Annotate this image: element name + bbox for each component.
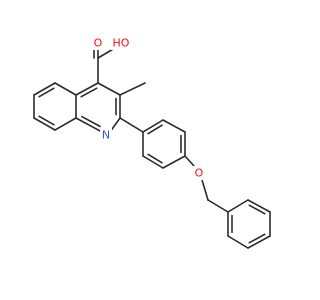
ph-c2-c3-bond [162, 119, 186, 133]
c2-phenyl-bond [119, 117, 144, 133]
aryl-o-bond [184, 155, 195, 167]
atom-ring-nitrogen: N [100, 128, 112, 142]
n-c8a-bond [75, 117, 103, 133]
ether-oxygen-label: O [195, 167, 204, 180]
ph-c1-c2-bond-inner [147, 124, 163, 135]
c4a-c4-bond [75, 82, 99, 96]
bz-c5-c6-bond-inner [248, 204, 266, 215]
bz-c5-c6-bond [247, 199, 271, 213]
ph-c4-c5-bond [162, 155, 186, 169]
atom-ether-oxygen: O [193, 166, 205, 180]
bz-c2-c3-bond [227, 235, 249, 249]
methyl-bond [119, 82, 146, 96]
c8-c8a-bond [54, 117, 77, 131]
c7-c8-bond-inner [38, 115, 55, 126]
carbonyl-oxygen-label: O [94, 37, 103, 50]
c4-c3-bond [97, 82, 121, 96]
molecule-structure-svg: HO O N O [33, 36, 271, 249]
bond-layer [33, 47, 271, 249]
c4a-c4-bond-inner [80, 87, 98, 98]
ph-c5-c6-bond [142, 155, 164, 169]
atom-hydroxyl: HO [111, 36, 131, 50]
bz-c6-c1-bond [227, 199, 249, 213]
bz-c3-c4-bond-inner [248, 233, 266, 244]
ph-c5-c6-bond-inner [147, 153, 163, 164]
molecule-diagram: HO O N O [33, 36, 271, 249]
c5-c6-bond-inner [38, 87, 55, 98]
ph-c1-c2-bond [142, 119, 164, 133]
hydroxyl-label: HO [113, 37, 130, 50]
c5-c6-bond [33, 82, 56, 96]
ring-nitrogen-label: N [102, 129, 110, 142]
o-ch2-bond [201, 179, 209, 201]
ch2-benzyl-bond [207, 199, 229, 213]
bz-c3-c4-bond [247, 235, 271, 249]
n-c8a-bond-inner [80, 115, 101, 128]
c7-c8-bond [33, 117, 56, 131]
c4a-c5-bond [54, 82, 77, 96]
atom-carbonyl-oxygen: O [92, 36, 104, 50]
